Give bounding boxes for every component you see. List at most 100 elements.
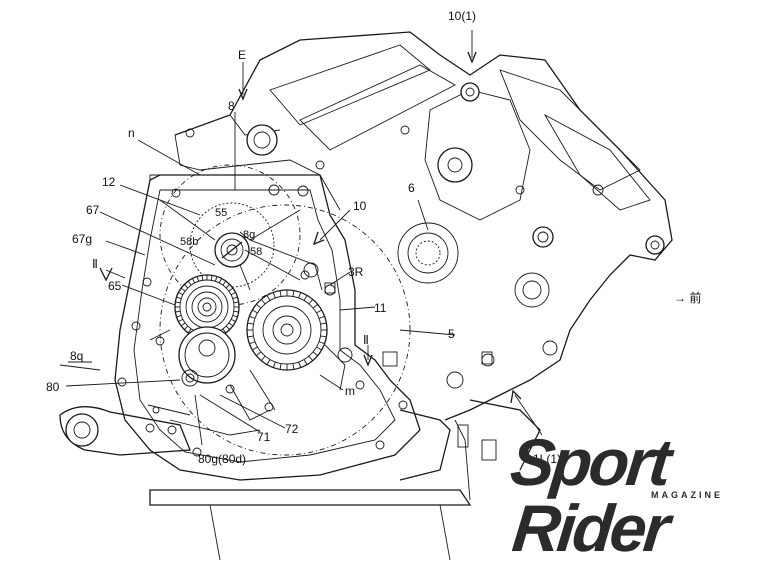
gear-tooth	[196, 276, 200, 282]
gear-tooth	[316, 346, 322, 351]
label-58b: 58b	[180, 236, 198, 248]
leader-lines	[59, 30, 543, 446]
bolt-bosses	[117, 184, 493, 457]
gear-tooth	[178, 318, 184, 322]
gear-tooth	[292, 363, 295, 370]
gear-tooth	[256, 351, 262, 357]
gear-tooth	[201, 275, 204, 281]
label-80: 80	[46, 380, 60, 394]
sport-rider-logo: Sport MAGAZINE Rider	[505, 425, 760, 568]
gear-tooth	[233, 310, 239, 313]
gear-tooth	[303, 359, 308, 365]
gear-tooth	[292, 290, 295, 297]
gear-tooth	[260, 355, 266, 361]
gear-tooth	[180, 287, 186, 292]
gear-tooth	[184, 284, 189, 289]
label-1L-1: 1L(1)	[533, 452, 561, 466]
gear-tooth	[249, 315, 256, 319]
gear-tooth	[225, 325, 230, 330]
gear-tooth	[279, 363, 282, 370]
gear-tooth	[308, 299, 314, 305]
label-II-right: Ⅱ	[363, 333, 369, 347]
right-boss	[514, 272, 550, 308]
gear-tooth	[272, 361, 276, 368]
label-3R: 3R	[348, 265, 364, 279]
gear-tooth	[222, 280, 227, 286]
gear-tooth	[247, 322, 254, 325]
label-10: 10	[353, 199, 367, 213]
gear-tooth	[247, 335, 254, 338]
crankshaft-6	[397, 222, 459, 284]
gear-tooth	[225, 284, 230, 289]
gear-tooth	[312, 351, 318, 357]
gear-tooth	[214, 276, 218, 282]
gear-72	[178, 326, 236, 387]
label-12: 12	[102, 175, 116, 189]
gear-tooth	[230, 292, 236, 296]
gear-tooth	[180, 322, 186, 327]
gear-tooth	[175, 301, 181, 304]
gear-tooth	[252, 346, 258, 351]
gear-tooth	[176, 296, 182, 300]
label-55: 55	[215, 207, 227, 219]
gear-tooth	[303, 295, 308, 301]
gear-tooth	[222, 328, 227, 334]
cylinder-block	[174, 31, 673, 421]
gear-58	[214, 232, 250, 268]
gear-tooth	[298, 292, 302, 299]
gear-tooth	[192, 278, 196, 284]
gear-tooth	[316, 309, 322, 314]
logo-rider-text: Rider	[509, 491, 671, 565]
gear-tooth	[232, 314, 238, 318]
label-front: → 前	[674, 290, 701, 305]
label-8g: 8g	[243, 229, 255, 241]
gear-tooth	[184, 325, 189, 330]
gear-tooth	[187, 280, 192, 286]
gear-tooth	[252, 309, 258, 314]
part-labels: 10(1) E 8 n 12 55 10 6 67 58b 8g 58 67g …	[46, 9, 701, 466]
gear-11	[246, 289, 328, 371]
label-8q: 8q	[70, 349, 83, 363]
label-67: 67	[86, 203, 100, 217]
gear-tooth	[176, 314, 182, 318]
gear-65	[174, 274, 240, 340]
label-11: 11	[374, 301, 387, 315]
gear-tooth	[218, 278, 222, 284]
gear-tooth	[272, 292, 276, 299]
gear-tooth	[318, 315, 325, 319]
gear-tooth	[320, 335, 327, 338]
logo-magazine-text: MAGAZINE	[651, 490, 723, 500]
gear-tooth	[256, 303, 262, 309]
crankcase	[59, 174, 558, 561]
gear-tooth	[233, 301, 239, 304]
label-m: m	[345, 384, 355, 398]
gear-tooth	[266, 359, 271, 365]
label-8: 8	[228, 99, 235, 113]
gear-tooth	[320, 322, 327, 325]
gear-tooth	[312, 303, 318, 309]
gear-tooth	[260, 299, 266, 305]
gear-tooth	[232, 296, 238, 300]
label-58: 58	[250, 246, 262, 258]
label-6: 6	[408, 181, 415, 195]
label-E: E	[238, 48, 246, 62]
gear-tooth	[228, 322, 234, 327]
gear-tooth	[187, 328, 192, 334]
gear-tooth	[228, 287, 234, 292]
case-ribs	[147, 174, 346, 436]
gear-tooth	[298, 361, 302, 368]
label-II-left: Ⅱ	[92, 257, 98, 271]
gear-tooth	[318, 341, 325, 345]
label-10-1: 10(1)	[448, 9, 476, 23]
gear-tooth	[230, 318, 236, 322]
label-72: 72	[285, 422, 299, 436]
gear-tooth	[175, 310, 181, 313]
gear-tooth	[210, 275, 213, 281]
gear-tooth	[249, 341, 256, 345]
gear-tooth	[308, 355, 314, 361]
logo-sport-text: Sport	[507, 425, 673, 499]
gear-tooth	[266, 295, 271, 301]
label-71: 71	[257, 430, 271, 444]
